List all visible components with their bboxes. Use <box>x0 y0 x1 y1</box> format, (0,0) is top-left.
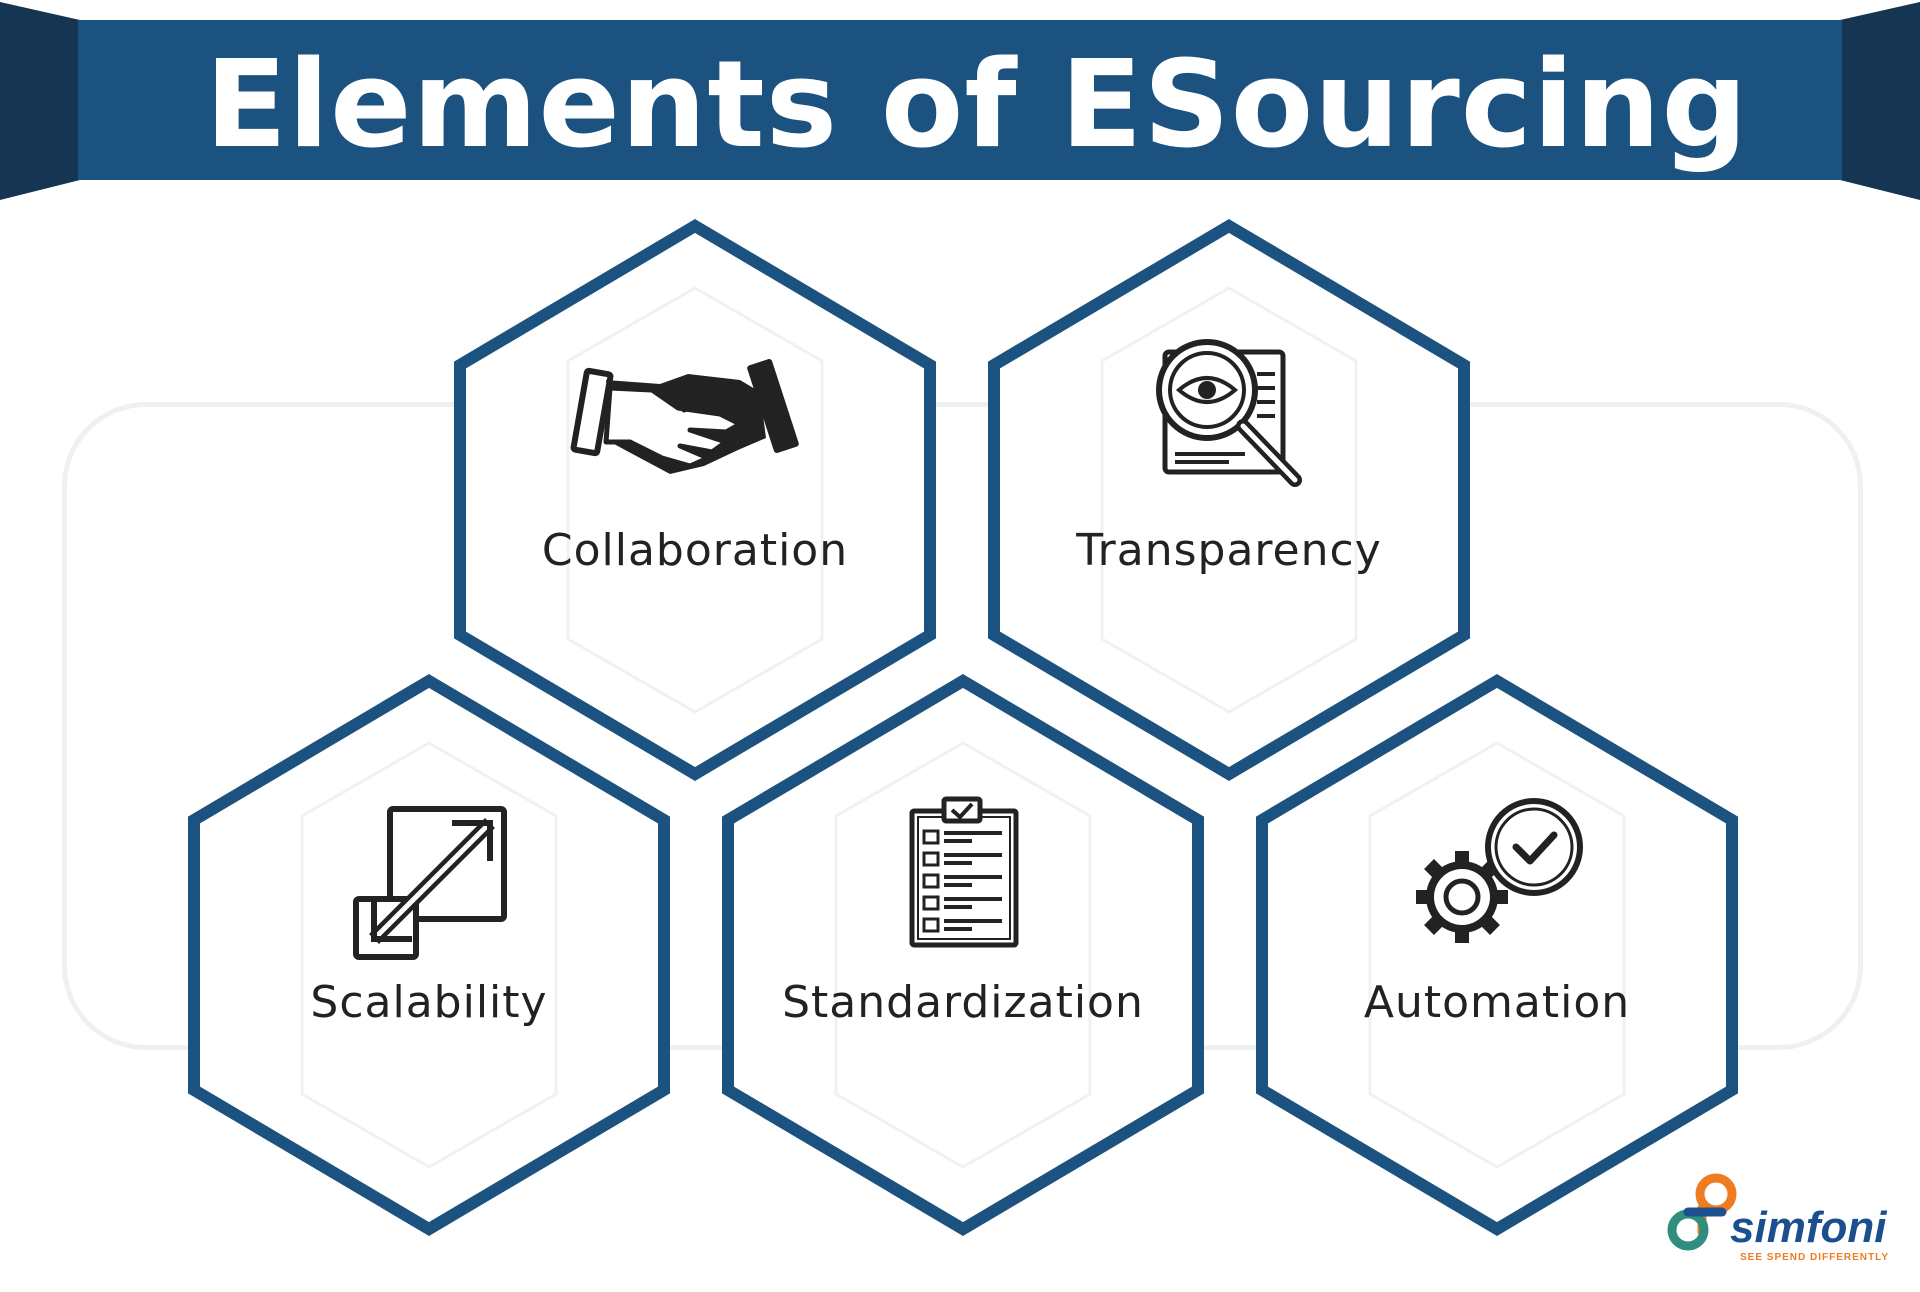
element-label: Standardization <box>782 977 1144 1028</box>
magnifier-document-icon <box>1156 339 1302 487</box>
simfoni-logo: simfoni SEE SPEND DIFFERENTLY <box>1667 1173 1889 1263</box>
banner-left-fold <box>0 2 80 200</box>
expand-arrow-icon <box>353 806 507 960</box>
hexagon-shape <box>454 219 936 781</box>
handshake-icon <box>570 359 799 474</box>
element-label: Collaboration <box>541 525 849 576</box>
svg-text:simfoni: simfoni <box>1730 1203 1887 1252</box>
svg-text:SEE SPEND DIFFERENTLY: SEE SPEND DIFFERENTLY <box>1740 1252 1889 1263</box>
banner-right-fold <box>1840 2 1920 200</box>
gear-check-icon <box>1416 798 1583 943</box>
hex-automation: Automation <box>1254 674 1740 1236</box>
title-banner <box>0 2 1920 200</box>
banner-band <box>78 20 1842 180</box>
hex-standardization: Standardization <box>720 674 1206 1236</box>
element-label: Automation <box>1363 977 1631 1028</box>
hex-collaboration: Collaboration <box>452 219 938 781</box>
hexagon-shape <box>188 674 670 1236</box>
page-title: Elements of ESourcing <box>205 36 1749 175</box>
hex-scalability: Scalability <box>186 674 672 1236</box>
hex-transparency: Transparency <box>986 219 1472 781</box>
element-label: Scalability <box>310 977 548 1028</box>
element-label: Transparency <box>1076 525 1382 576</box>
hexagon-shape <box>1256 674 1738 1236</box>
checklist-clipboard-icon <box>909 796 1019 948</box>
hexagon-shape <box>988 219 1470 781</box>
hexagon-shape <box>722 674 1204 1236</box>
